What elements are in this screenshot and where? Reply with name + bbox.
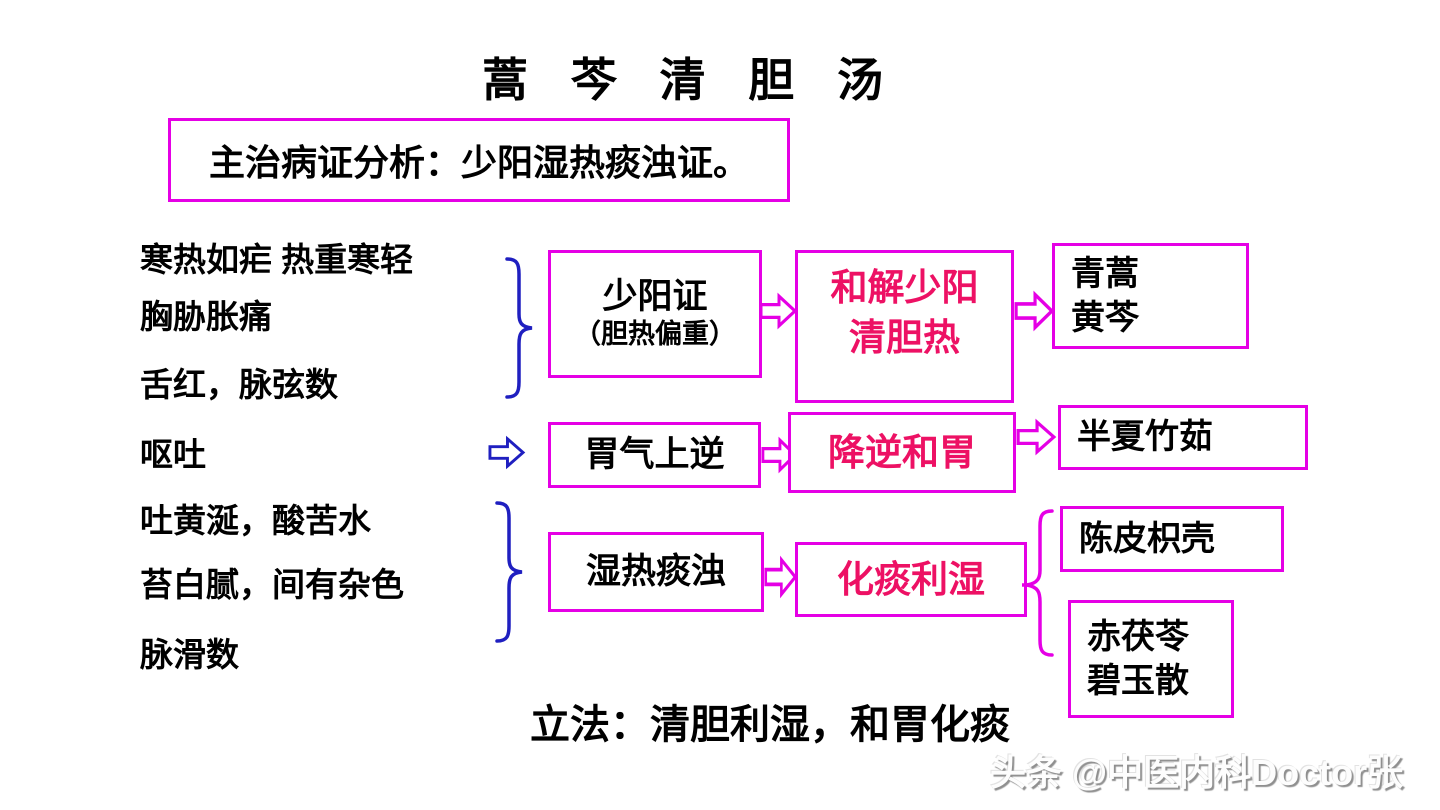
symptom-line: 苔白腻，间有杂色 (140, 566, 404, 603)
herb-box-chenpi-zhike: 陈皮枳壳 (1060, 506, 1284, 572)
symptom-line: 呕吐 (140, 436, 206, 473)
indication-box: 主治病证分析：少阳湿热痰浊证。 (168, 118, 790, 202)
herb-line: 半夏竹茹 (1077, 418, 1213, 457)
blue-brace-bottom-icon (494, 500, 526, 644)
symptom-line: 舌红，脉弦数 (140, 366, 338, 403)
magenta-arrow-icon (764, 555, 798, 599)
blue-arrow-icon (488, 435, 526, 470)
treatment-line: 降逆和胃 (828, 431, 976, 473)
herb-box-banxia-zhuru: 半夏竹茹 (1058, 405, 1308, 470)
magenta-arrow-icon (759, 292, 798, 330)
herb-box-chifuling-biyusan: 赤茯苓 碧玉散 (1068, 600, 1234, 718)
syndrome-name: 胃气上逆 (584, 435, 725, 474)
herb-box-qinghao-huangqin: 青蒿 黄芩 (1052, 243, 1249, 349)
syndrome-note: （胆热偏重） (574, 319, 736, 350)
herb-line: 陈皮枳壳 (1079, 519, 1215, 558)
syndrome-box-damp-phlegm: 湿热痰浊 (548, 532, 764, 612)
watermark-text: 头条 @中医内科Doctor张 (990, 752, 1404, 793)
syndrome-box-stomach-qi: 胃气上逆 (548, 422, 761, 488)
indication-text: 主治病证分析：少阳湿热痰浊证。 (208, 142, 749, 183)
symptom-line: 寒热如疟 热重寒轻 (140, 241, 414, 278)
magenta-arrow-icon (761, 436, 798, 474)
page-title: 蒿 芩 清 胆 汤 (481, 54, 899, 106)
syndrome-name: 少阳证 (602, 277, 708, 317)
treatment-line: 和解少阳 (830, 267, 979, 308)
herb-line: 碧玉散 (1087, 662, 1189, 700)
symptom-line: 吐黄涎，酸苦水 (140, 502, 371, 539)
symptom-line: 脉滑数 (140, 636, 239, 673)
magenta-brace-icon (1022, 508, 1066, 660)
treatment-box-harmonize-shaoyang: 和解少阳 清胆热 (795, 250, 1014, 403)
symptom-line: 胸胁胀痛 (140, 298, 272, 335)
herb-line: 黄芩 (1071, 299, 1139, 337)
treatment-line: 清胆热 (849, 316, 960, 358)
syndrome-box-shaoyang: 少阳证 （胆热偏重） (548, 250, 762, 378)
magenta-arrow-icon (1014, 290, 1055, 332)
blue-brace-top-icon (504, 256, 536, 400)
treatment-line: 化痰利湿 (837, 558, 985, 600)
treatment-box-resolve-phlegm: 化痰利湿 (795, 542, 1027, 617)
magenta-arrow-icon (1016, 418, 1057, 456)
treatment-box-descend-stomach: 降逆和胃 (788, 412, 1016, 493)
herb-line: 青蒿 (1071, 254, 1139, 293)
syndrome-name: 湿热痰浊 (585, 552, 726, 591)
method-text: 立法：清胆利湿，和胃化痰 (530, 703, 1010, 747)
herb-line: 赤茯苓 (1087, 617, 1189, 656)
